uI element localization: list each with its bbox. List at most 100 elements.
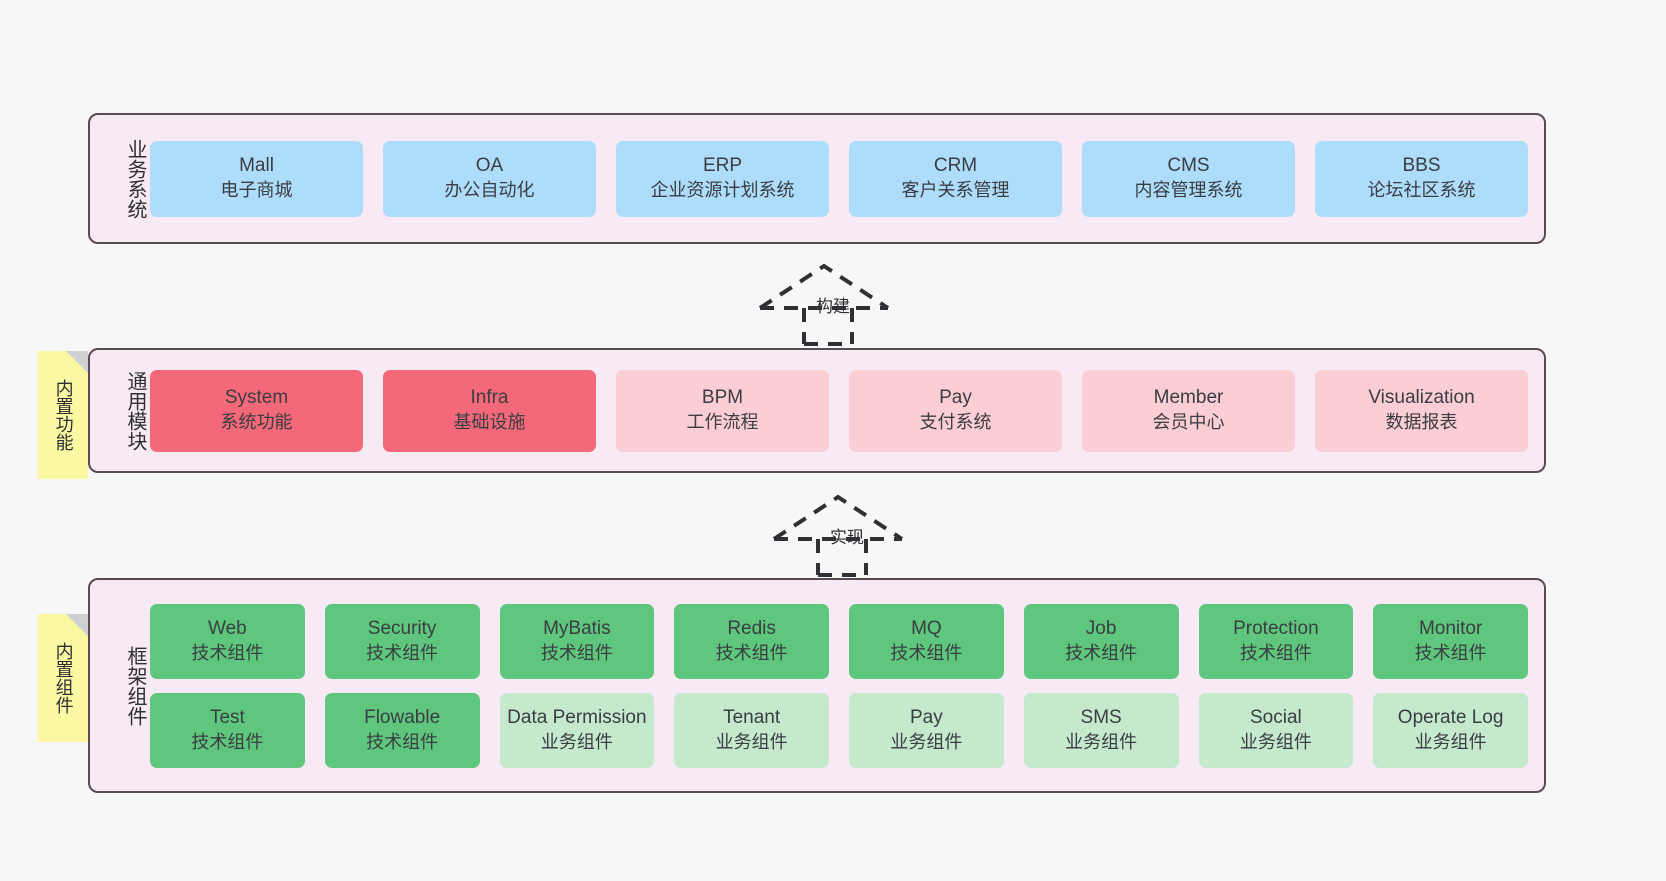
node-protection[interactable]: Protection 技术组件 (1198, 603, 1354, 679)
node-mall[interactable]: Mall 电子商城 (150, 140, 363, 217)
connector-implement-label: 实现 (830, 528, 864, 547)
node-job[interactable]: Job 技术组件 (1023, 603, 1179, 679)
node-label-en: Tenant (723, 706, 781, 728)
node-label-en: Web (208, 617, 247, 639)
node-security[interactable]: Security 技术组件 (324, 603, 480, 679)
node-label-cn: 技术组件 (366, 642, 439, 663)
node-label-cn: 基础设施 (453, 412, 526, 433)
node-label-en: Monitor (1418, 617, 1483, 639)
node-crm[interactable]: CRM 客户关系管理 (849, 140, 1062, 217)
node-row: Mall 电子商城 OA 办公自动化 ERP 企业资源计划系统 CRM 客户关系… (150, 140, 1528, 217)
node-label-en: Mall (239, 155, 274, 177)
node-label-cn: 业务组件 (540, 731, 613, 752)
node-label-cn: 内容管理系统 (1134, 180, 1243, 201)
connector-build-label: 构建 (816, 297, 850, 316)
node-data-permission[interactable]: Data Permission 业务组件 (499, 692, 655, 768)
node-label-en: Data Permission (507, 706, 647, 728)
node-label-cn: 工作流程 (686, 412, 759, 433)
node-label-en: Test (209, 706, 245, 728)
layer-business-systems: 业务系统 Mall 电子商城 OA 办公自动化 ERP 企业资源计划系统 CRM… (88, 113, 1546, 244)
node-label-en: BBS (1402, 155, 1441, 177)
node-label-en: Infra (470, 387, 509, 409)
node-bbs[interactable]: BBS 论坛社区系统 (1315, 140, 1528, 217)
layer-framework-components: 框架组件 Web 技术组件 Security 技术组件 MyBatis 技术组件… (88, 578, 1546, 793)
node-label-cn: 技术组件 (191, 642, 264, 663)
node-redis[interactable]: Redis 技术组件 (674, 603, 829, 679)
connector-implement-arrow (772, 494, 904, 577)
node-label-cn: 论坛社区系统 (1367, 180, 1476, 201)
node-label-cn: 技术组件 (890, 642, 963, 663)
node-label-cn: 业务组件 (1065, 731, 1138, 752)
node-mq[interactable]: MQ 技术组件 (849, 603, 1004, 679)
node-label-en: Job (1085, 617, 1117, 639)
node-label-en: Member (1153, 387, 1224, 409)
node-social[interactable]: Social 业务组件 (1198, 692, 1354, 768)
node-label-cn: 技术组件 (366, 731, 439, 752)
layer-common-modules: 通用模块 System 系统功能 Infra 基础设施 BPM 工作流程 Pay… (88, 348, 1546, 473)
node-cms[interactable]: CMS 内容管理系统 (1082, 140, 1295, 217)
node-label-cn: 技术组件 (1239, 642, 1312, 663)
node-pay-module[interactable]: Pay 支付系统 (849, 369, 1062, 452)
node-erp[interactable]: ERP 企业资源计划系统 (616, 140, 829, 217)
node-label-en: Visualization (1368, 387, 1475, 409)
node-label-cn: 技术组件 (191, 731, 264, 752)
sticky-note-builtin-features: 内置功能 (38, 351, 88, 479)
node-bpm[interactable]: BPM 工作流程 (616, 369, 829, 452)
node-sms[interactable]: SMS 业务组件 (1023, 692, 1179, 768)
layer-title-common-modules: 通用模块 (124, 370, 146, 451)
node-system[interactable]: System 系统功能 (150, 369, 363, 452)
node-label-en: MyBatis (543, 617, 611, 639)
layer-body-business-systems: Mall 电子商城 OA 办公自动化 ERP 企业资源计划系统 CRM 客户关系… (146, 115, 1544, 242)
node-label-cn: 会员中心 (1152, 412, 1225, 433)
node-monitor[interactable]: Monitor 技术组件 (1373, 603, 1528, 679)
node-row: System 系统功能 Infra 基础设施 BPM 工作流程 Pay 支付系统… (150, 369, 1528, 452)
node-label-en: ERP (702, 155, 743, 177)
node-oa[interactable]: OA 办公自动化 (383, 140, 596, 217)
node-label-cn: 业务组件 (1414, 731, 1487, 752)
sticky-note-label: 内置组件 (53, 642, 74, 714)
node-label-en: System (224, 387, 289, 409)
node-label-cn: 企业资源计划系统 (650, 180, 795, 201)
node-label-cn: 电子商城 (220, 180, 293, 201)
node-label-cn: 技术组件 (1414, 642, 1487, 663)
node-label-cn: 技术组件 (1065, 642, 1138, 663)
node-mybatis[interactable]: MyBatis 技术组件 (499, 603, 655, 679)
layer-body-common-modules: System 系统功能 Infra 基础设施 BPM 工作流程 Pay 支付系统… (146, 350, 1544, 471)
node-web[interactable]: Web 技术组件 (150, 603, 305, 679)
connector-build-arrow (758, 263, 890, 346)
node-label-en: SMS (1080, 706, 1122, 728)
node-label-en: Security (367, 617, 437, 639)
node-visualization[interactable]: Visualization 数据报表 (1315, 369, 1528, 452)
node-infra[interactable]: Infra 基础设施 (383, 369, 596, 452)
node-label-en: OA (475, 155, 504, 177)
node-label-cn: 客户关系管理 (901, 180, 1010, 201)
node-label-cn: 系统功能 (220, 412, 293, 433)
node-pay-component[interactable]: Pay 业务组件 (849, 692, 1004, 768)
sticky-fold-corner (66, 351, 88, 373)
node-label-cn: 业务组件 (890, 731, 963, 752)
node-row: Test 技术组件 Flowable 技术组件 Data Permission … (150, 692, 1528, 768)
node-label-cn: 技术组件 (715, 642, 788, 663)
node-label-cn: 业务组件 (1239, 731, 1312, 752)
node-label-cn: 业务组件 (715, 731, 788, 752)
sticky-fold-corner (66, 614, 88, 636)
node-member[interactable]: Member 会员中心 (1082, 369, 1295, 452)
node-label-en: Pay (939, 387, 972, 409)
layer-body-framework-components: Web 技术组件 Security 技术组件 MyBatis 技术组件 Redi… (146, 580, 1544, 791)
node-label-en: Protection (1233, 617, 1319, 639)
node-operate-log[interactable]: Operate Log 业务组件 (1373, 692, 1528, 768)
node-label-en: CMS (1167, 155, 1210, 177)
node-label-cn: 技术组件 (540, 642, 613, 663)
node-test[interactable]: Test 技术组件 (150, 692, 305, 768)
node-label-cn: 办公自动化 (444, 180, 535, 201)
node-label-en: MQ (911, 617, 942, 639)
sticky-note-builtin-components: 内置组件 (38, 614, 88, 742)
node-label-cn: 支付系统 (919, 412, 992, 433)
node-flowable[interactable]: Flowable 技术组件 (324, 692, 480, 768)
node-row: Web 技术组件 Security 技术组件 MyBatis 技术组件 Redi… (150, 603, 1528, 679)
node-label-en: BPM (701, 387, 744, 409)
layer-title-framework-components: 框架组件 (124, 645, 146, 726)
sticky-note-label: 内置功能 (53, 379, 74, 451)
node-tenant[interactable]: Tenant 业务组件 (674, 692, 829, 768)
